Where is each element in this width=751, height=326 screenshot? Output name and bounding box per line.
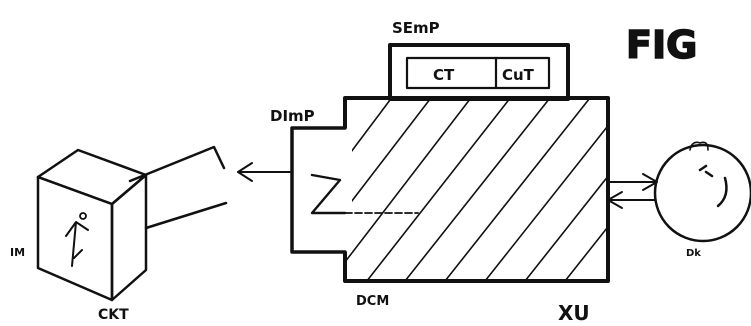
ckt-label: CKT <box>98 307 129 323</box>
ckt-face-symbol <box>65 221 89 267</box>
left-arrow-head <box>237 162 253 182</box>
dk-disc-bump <box>689 141 709 151</box>
dk-label: Dk <box>686 248 701 259</box>
ckt-box-front <box>36 175 114 302</box>
cut-label: CuT <box>502 66 535 84</box>
right-arrow-in-head <box>607 191 623 209</box>
xu-label: XU <box>558 301 590 325</box>
semp-box <box>388 43 570 101</box>
ct-cut-frame <box>405 56 551 90</box>
dimp-label: DImP <box>270 107 315 125</box>
im-label: IM <box>10 246 25 259</box>
ckt-handle-top <box>128 145 226 183</box>
dcm-label: DCM <box>356 294 389 309</box>
ct-label: CT <box>433 66 455 84</box>
ckt-box-side <box>110 173 148 302</box>
dk-disc <box>653 143 751 243</box>
dimp-box-fill <box>292 128 352 252</box>
ckt-handle-bottom <box>144 201 228 230</box>
ckt-face-dot <box>79 212 87 220</box>
dimp-zigzag <box>310 173 347 215</box>
dimp-box <box>290 126 347 254</box>
dk-disc-mark <box>698 164 728 208</box>
semp-label: SEmP <box>392 19 440 37</box>
figure-title: FIG <box>626 23 697 67</box>
